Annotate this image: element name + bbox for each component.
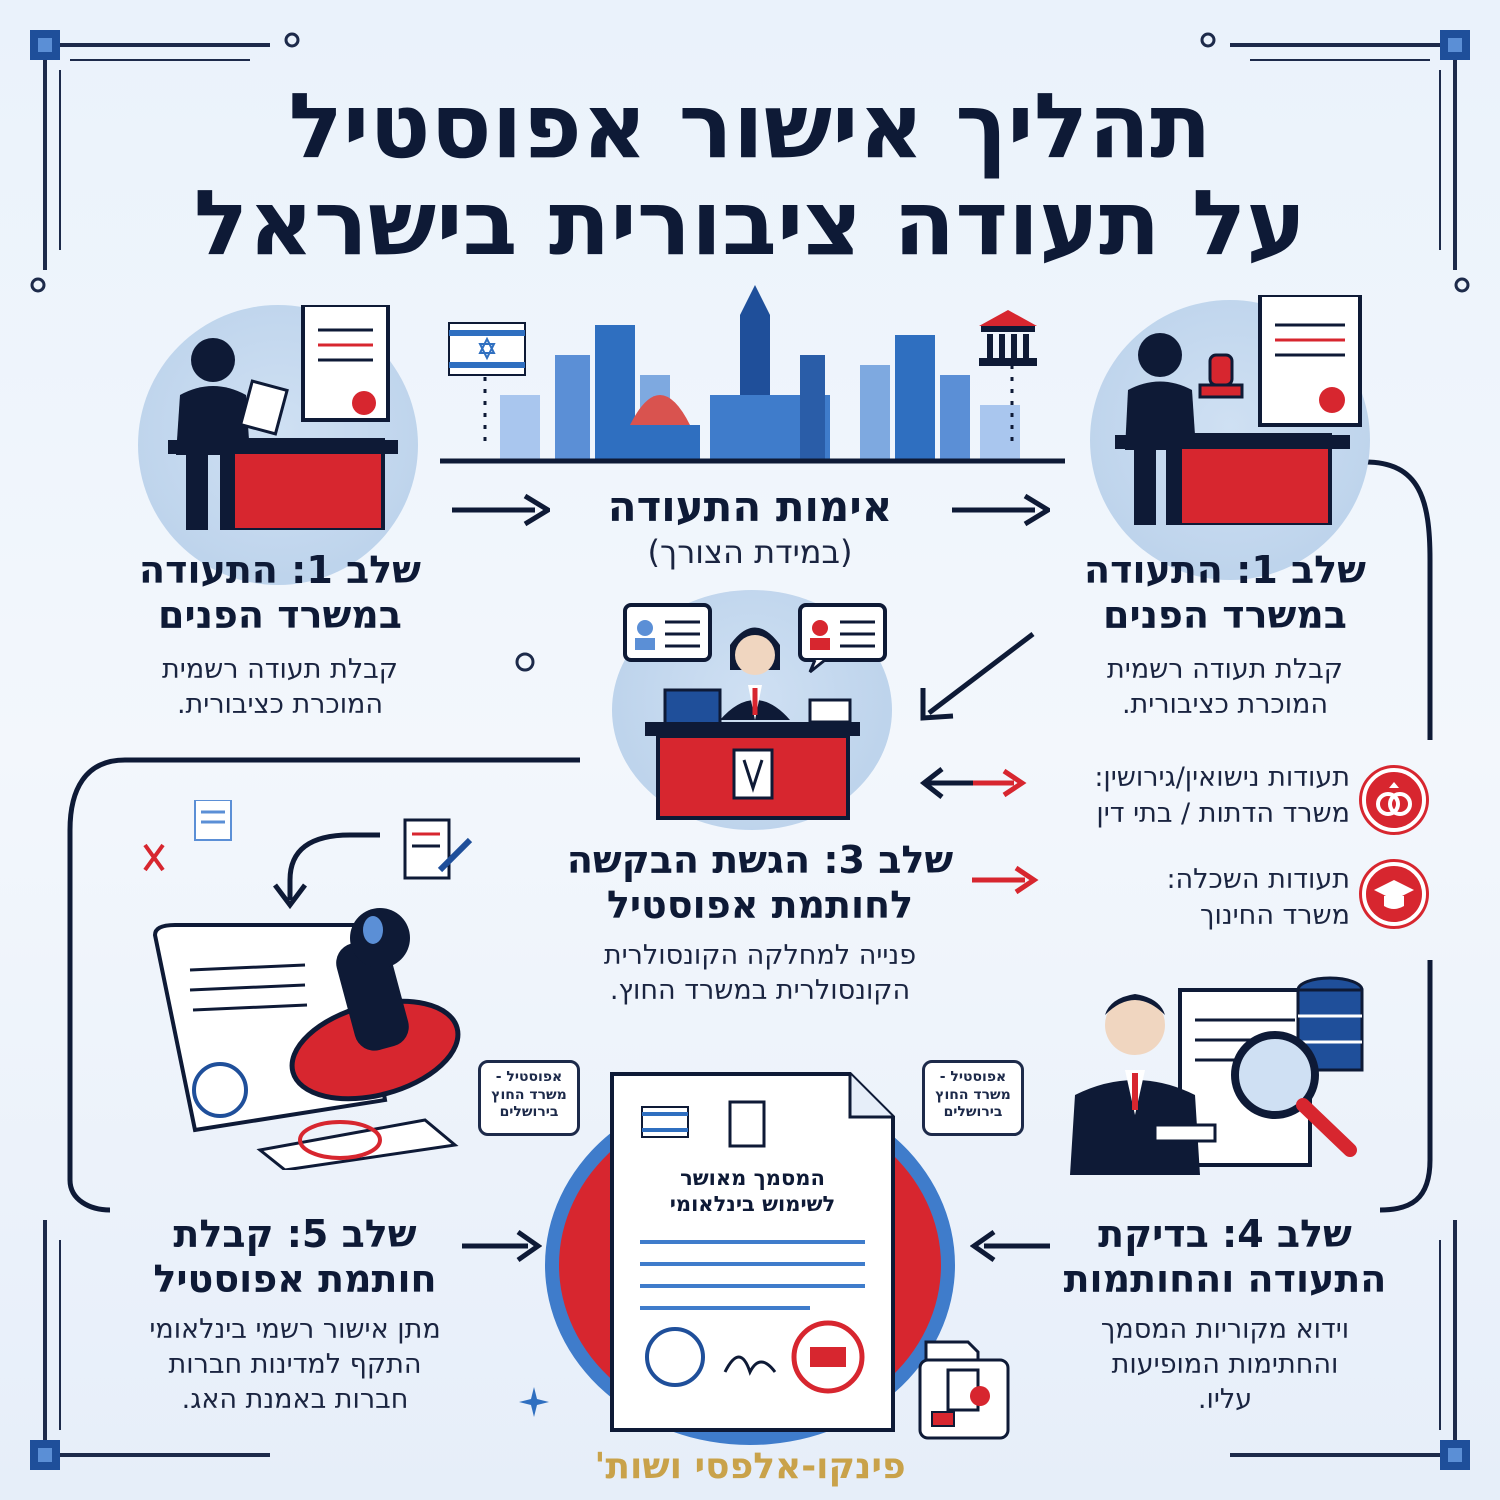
arrow-diagonal-down-left <box>920 632 1035 721</box>
arrow-right-top-right <box>952 493 1050 527</box>
step-5-desc-1: מתן אישור רשמי בינלאומי <box>149 1313 441 1345</box>
step-5-block: שלב 5: קבלת חותמת אפוסטיל מתן אישור רשמי… <box>95 1212 495 1417</box>
sparkle-icon <box>519 1387 549 1417</box>
step-3-title-2: לחותמת אפוסטיל <box>606 882 914 927</box>
verification-subtitle: (במידת הצורך) <box>647 532 853 571</box>
step-5-title-2: חותמת אפוסטיל <box>153 1256 437 1301</box>
stamped-paper-icon <box>918 1340 1010 1440</box>
step-4-block: שלב 4: בדיקת התעודה והחותמות וידוא מקורי… <box>1040 1212 1410 1417</box>
step-1-left-title-1: שלב 1: התעודה <box>139 548 421 592</box>
certified-document <box>610 1072 895 1432</box>
certified-document-line-2: לשימוש בינלאומי <box>669 1192 836 1217</box>
step-1-left-block: שלב 1: התעודה במשרד הפנים קבלת תעודה רשמ… <box>95 548 465 722</box>
arrow-right-top-left <box>452 493 550 527</box>
clerk-desk-illustration <box>168 305 398 530</box>
certified-document-text: המסמך מאושר לשימוש בינלאומי <box>640 1165 865 1218</box>
step-4-title-2: התעודה והחותמות <box>1063 1256 1387 1301</box>
step-1-right-desc-2: המוכרת כציבורית. <box>1121 688 1329 720</box>
step-1-right-title-2: במשרד הפנים <box>1103 592 1347 637</box>
verification-block: אימות התעודה (במידת הצורך) <box>560 482 940 573</box>
consular-clerk-illustration <box>623 603 887 820</box>
arrow-left-bottom <box>970 1229 1050 1263</box>
step-3-desc-1: פנייה למחלקה הקונסולרית <box>603 939 917 971</box>
apostille-bubble-right: אפוסטיל - משרד החוץ בירושלים <box>922 1060 1024 1136</box>
step-3-title-1: שלב 3: הגשת הבקשה <box>566 838 954 882</box>
step-5-desc-2: התקף למדינות חברות <box>168 1348 422 1380</box>
side-item-education-line-2: משרד החינוך <box>1199 900 1350 932</box>
title-line-1: תהליך אישור אפוסטיל <box>288 74 1212 179</box>
side-item-education: תעודות השכלה: משרד החינוך <box>1040 862 1350 935</box>
step-5-desc-3: חברות באמנת האג. <box>181 1383 409 1415</box>
step-3-block: שלב 3: הגשת הבקשה לחותמת אפוסטיל פנייה ל… <box>540 838 980 1008</box>
step-1-left-desc-2: המוכרת כציבורית. <box>176 688 384 720</box>
graduation-cap-icon <box>1362 862 1426 926</box>
side-item-marriage: תעודות נישואין/גירושין: משרד הדתות / בתי… <box>1040 760 1350 833</box>
step-1-right-title-1: שלב 1: התעודה <box>1084 548 1366 592</box>
step-1-right-block: שלב 1: התעודה במשרד הפנים קבלת תעודה רשמ… <box>1040 548 1410 722</box>
step-4-title-1: שלב 4: בדיקת <box>1098 1212 1352 1256</box>
title-line-2: על תעודה ציבורית בישראל <box>193 171 1307 277</box>
step-1-left-title-2: במשרד הפנים <box>158 592 402 637</box>
arrow-right-red <box>972 865 1039 895</box>
rings-icon <box>1362 768 1426 832</box>
arrow-right-bottom <box>462 1229 542 1263</box>
verification-title: אימות התעודה <box>607 482 893 531</box>
apostille-bubble-left: אפוסטיל - משרד החוץ בירושלים <box>478 1060 580 1136</box>
step-5-title-1: שלב 5: קבלת <box>173 1212 417 1256</box>
side-item-education-line-1: תעודות השכלה: <box>1166 864 1350 895</box>
certified-document-line-1: המסמך מאושר <box>680 1166 825 1190</box>
document-inspector-illustration <box>1070 976 1364 1175</box>
government-building-icon <box>979 310 1037 366</box>
israel-flag-icon <box>448 322 526 376</box>
step-4-desc-1: וידוא מקוריות המסמך <box>1100 1313 1350 1345</box>
step-1-right-desc-1: קבלת תעודה רשמית <box>1107 653 1343 685</box>
arrow-bidirectional <box>919 767 1027 799</box>
page-title: תהליך אישור אפוסטיל על תעודה ציבורית ביש… <box>150 74 1350 277</box>
jerusalem-skyline-illustration <box>440 285 1065 464</box>
bubble-left-line-1: אפוסטיל - <box>495 1069 563 1085</box>
bubble-right-line-3: בירושלים <box>943 1104 1003 1120</box>
step-4-desc-2: והחתימות המופיעות <box>1111 1348 1339 1380</box>
bubble-right-line-2: משרד החוץ <box>935 1086 1011 1103</box>
footer-brand: פינקו-אלפסי ושות' <box>594 1446 906 1487</box>
apostille-stamp-illustration <box>143 800 473 1170</box>
stamp-officer-illustration <box>1115 295 1362 525</box>
bubble-right-line-1: אפוסטיל - <box>939 1069 1007 1085</box>
bubble-left-line-2: משרד החוץ <box>491 1086 567 1103</box>
step-4-desc-3: עליו. <box>1197 1383 1253 1415</box>
step-1-left-desc-1: קבלת תעודה רשמית <box>162 653 398 685</box>
bubble-left-line-3: בירושלים <box>499 1104 559 1120</box>
side-item-marriage-line-2: משרד הדתות / בתי דין <box>1096 798 1350 830</box>
step-3-desc-2: הקונסולרית במשרד החוץ. <box>609 974 911 1006</box>
side-item-marriage-line-1: תעודות נישואין/גירושין: <box>1094 762 1350 793</box>
